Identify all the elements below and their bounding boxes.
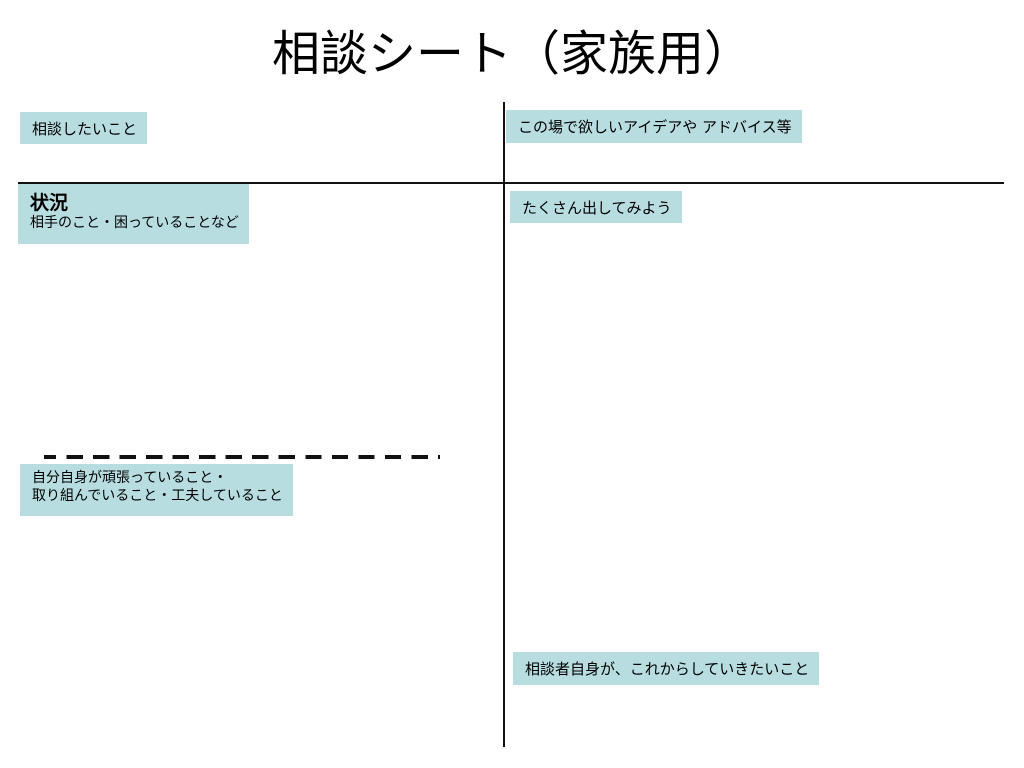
dashed-separator <box>44 455 440 459</box>
status-subtext: 相手のこと・困っていることなど <box>30 215 239 231</box>
page-title: 相談シート（家族用） <box>271 26 752 82</box>
vertical-divider <box>503 102 505 747</box>
brainstorm-label: たくさん出してみよう <box>510 191 682 223</box>
efforts-line-2: 取り組んでいること・工夫していること <box>32 488 283 504</box>
ideas-advice-label: この場で欲しいアイデアや アドバイス等 <box>506 110 802 143</box>
consult-topic-label: 相談したいこと <box>20 112 148 144</box>
efforts-label: 自分自身が頑張っていること・ 取り組んでいること・工夫していること <box>20 464 293 516</box>
future-actions-label: 相談者自身が、これからしていきたいこと <box>513 652 820 685</box>
horizontal-divider <box>18 182 1004 184</box>
efforts-line-1: 自分自身が頑張っていること・ <box>32 470 228 486</box>
status-label: 状況 相手のこと・困っていることなど <box>18 184 249 244</box>
status-heading: 状況 <box>30 192 69 214</box>
